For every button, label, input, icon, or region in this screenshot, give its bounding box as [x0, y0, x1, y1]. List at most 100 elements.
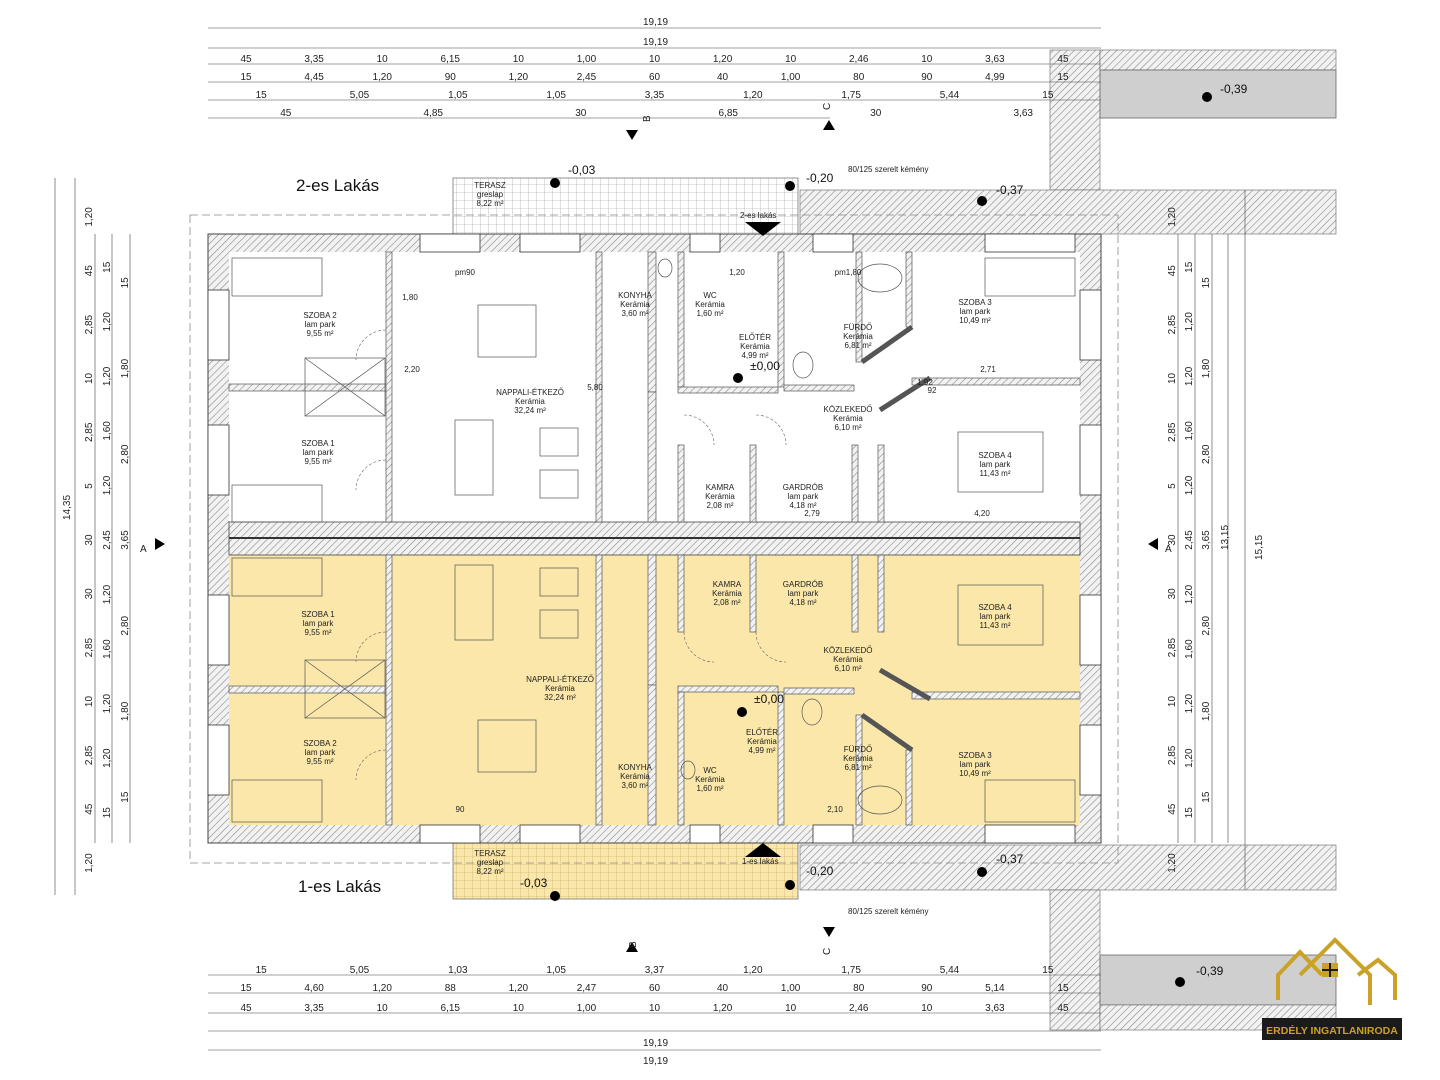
room-lower-area-8: 6,10 m² [834, 664, 861, 673]
opening-label-0: pm90 [455, 268, 476, 277]
dim-left-col2-8: 1,20 [102, 693, 113, 713]
dim-left-col1-7: 30 [84, 588, 95, 600]
room-upper-area-12: 8,22 m² [476, 199, 503, 208]
dim-bottom-row2-5: 2,47 [577, 983, 597, 994]
dim-total-bottom-2: 19,19 [643, 1056, 668, 1067]
dim-top-row1-3: 6,15 [441, 54, 461, 65]
dim-bottom-row2-3: 88 [445, 983, 457, 994]
room-lower-area-0: 9,55 m² [304, 628, 331, 637]
room-upper-floor-6: Kerámia [843, 332, 873, 341]
dim-left-col3-1: 1,80 [120, 358, 131, 378]
dim-top-row2-0: 15 [240, 72, 252, 83]
room-upper-floor-4: Kerámia [695, 300, 725, 309]
dim-left-col3-5: 1,80 [120, 701, 131, 721]
opening-label-2: 90 [456, 805, 465, 814]
section-markers [155, 120, 1158, 952]
dim-top-row2-3: 90 [445, 72, 457, 83]
dim-right-col1-11: 45 [1167, 803, 1178, 815]
title-unit-2: 2-es Lakás [296, 176, 379, 195]
dim-right-col3-2: 2,80 [1201, 444, 1212, 464]
dim-top-row3-1: 5,05 [350, 90, 370, 101]
dim-bottom-row2-10: 90 [921, 983, 933, 994]
dim-bottom-row3-5: 1,00 [577, 1003, 597, 1014]
dim-bottom-row3-9: 2,46 [849, 1003, 869, 1014]
terrace-upper [452, 177, 799, 235]
dim-right-col2-9: 1,20 [1184, 748, 1195, 768]
dim-bottom-row3-6: 10 [649, 1003, 661, 1014]
room-upper-name-3: KONYHA [618, 291, 652, 300]
dim-left-col3-3: 3,65 [120, 530, 131, 550]
dim-top-row3-2: 1,05 [448, 90, 468, 101]
room-upper-area-6: 6,81 m² [844, 341, 871, 350]
dim-top-row3-4: 3,35 [645, 90, 665, 101]
room-lower-floor-6: Kerámia [843, 754, 873, 763]
dim-bottom-row1-8: 15 [1042, 965, 1054, 976]
dim-bottom-row3-12: 45 [1057, 1003, 1069, 1014]
section-b-top: B [642, 115, 653, 122]
room-upper-name-0: SZOBA 2 [303, 311, 337, 320]
dim-top-row1-10: 10 [921, 54, 933, 65]
room-lower-name-1: SZOBA 2 [303, 739, 337, 748]
room-upper-area-11: 4,18 m² [789, 501, 816, 510]
dim-right-col2-6: 1,20 [1184, 584, 1195, 604]
dim-left-col1-0: 1,20 [84, 207, 95, 227]
room-upper-name-11: GARDRÓB [783, 483, 823, 492]
dim-right-col1-1: 45 [1167, 265, 1178, 277]
dim-right-inner: 13,15 [1220, 525, 1231, 550]
dim-right-col1-5: 5 [1167, 483, 1178, 489]
opening-label-11: 1,92 [917, 378, 933, 387]
level-outer-upper: -0,39 [1220, 82, 1248, 96]
dim-top-row3-0: 15 [256, 90, 268, 101]
room-upper-area-4: 1,60 m² [696, 309, 723, 318]
room-lower-name-2: NAPPALI-ÉTKEZŐ [526, 675, 594, 684]
room-lower-area-1: 9,55 m² [306, 757, 333, 766]
entrance-arrow-lower [745, 843, 781, 857]
dim-bottom-row1-1: 5,05 [350, 965, 370, 976]
title-unit-1: 1-es Lakás [298, 877, 381, 896]
dim-right-col3-1: 1,80 [1201, 358, 1212, 378]
opening-label-12: 92 [928, 386, 937, 395]
dim-top-row1-6: 10 [649, 54, 661, 65]
room-upper-floor-0: lam park [305, 320, 337, 329]
dim-left-col2-2: 1,20 [102, 366, 113, 386]
room-lower-floor-12: greslap [477, 858, 504, 867]
room-upper-name-4: WC [703, 291, 717, 300]
room-upper-name-10: KAMRA [706, 483, 735, 492]
dim-bottom-row2-12: 15 [1057, 983, 1069, 994]
room-lower-floor-11: lam park [788, 589, 820, 598]
room-upper-name-5: ELŐTÉR [739, 333, 771, 342]
dim-right-col2-0: 15 [1184, 261, 1195, 273]
room-upper-floor-2: Kerámia [515, 397, 545, 406]
room-lower-floor-9: lam park [980, 612, 1012, 621]
dim-left-col2-9: 1,20 [102, 748, 113, 768]
opening-label-5: 1,80 [402, 293, 418, 302]
logo-text: ERDÉLY INGATLANIRODA [1266, 1024, 1398, 1037]
dim-top-row2-2: 1,20 [372, 72, 392, 83]
room-lower-name-7: SZOBA 3 [958, 751, 992, 760]
dim-total-top-1: 19,19 [643, 17, 668, 28]
room-lower-area-3: 3,60 m² [621, 781, 648, 790]
room-upper-floor-5: Kerámia [740, 342, 770, 351]
dim-top-row1-0: 45 [240, 54, 252, 65]
dim-right-col2-3: 1,60 [1184, 421, 1195, 441]
dim-bottom-row3-1: 3,35 [304, 1003, 324, 1014]
room-upper-name-8: KÖZLEKEDŐ [824, 405, 873, 414]
dim-top-row2-5: 2,45 [577, 72, 597, 83]
dim-top-row1-9: 2,46 [849, 54, 869, 65]
room-lower-area-5: 4,99 m² [748, 746, 775, 755]
room-lower-floor-10: Kerámia [712, 589, 742, 598]
dim-total-right: 15,15 [1254, 535, 1265, 560]
dim-left-col3-6: 15 [120, 791, 131, 803]
dim-right-col1-7: 30 [1167, 588, 1178, 600]
dim-top-row2-1: 4,45 [304, 72, 324, 83]
section-b-bottom: B [628, 941, 639, 948]
level-right-lower: -0,37 [996, 852, 1024, 866]
dim-bottom-row3-0: 45 [240, 1003, 252, 1014]
dim-top-row1-8: 10 [785, 54, 797, 65]
dim-right-col2-1: 1,20 [1184, 312, 1195, 332]
level-entrance-upper: -0,20 [806, 171, 834, 185]
dim-bottom-row2-2: 1,20 [372, 983, 392, 994]
dim-left-col2-1: 1,20 [102, 312, 113, 332]
room-upper-floor-1: lam park [303, 448, 335, 457]
